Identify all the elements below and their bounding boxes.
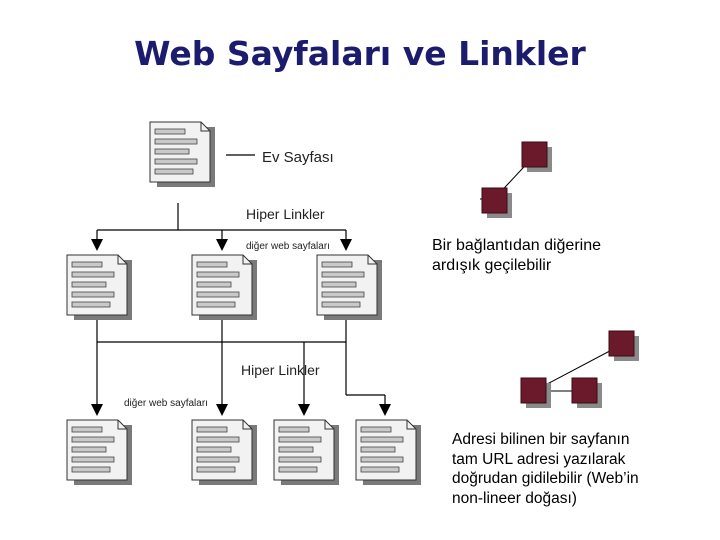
text-line: tam URL adresi yazılarak bbox=[452, 450, 626, 468]
link-node bbox=[520, 377, 552, 409]
web-page-document bbox=[191, 419, 258, 486]
hyperlinks-label: Hiper Linkler bbox=[241, 362, 320, 378]
direct-navigation-text: Adresi bilinen bir sayfanın tam URL adre… bbox=[452, 430, 714, 508]
text-line: Bir bağlantıdan diğerine bbox=[432, 237, 602, 254]
web-page-document bbox=[191, 254, 258, 321]
link-node bbox=[521, 141, 553, 173]
link-node bbox=[571, 377, 603, 409]
link-lines bbox=[91, 154, 391, 416]
web-page-document bbox=[66, 254, 133, 321]
web-page-document bbox=[316, 254, 383, 321]
other-pages-label: diğer web sayfaları bbox=[246, 241, 330, 252]
web-page-document bbox=[273, 419, 340, 486]
page-title: Web Sayfaları ve Linkler bbox=[134, 34, 586, 73]
text-line: doğrudan gidilebilir (Web’in bbox=[452, 470, 639, 487]
sequential-navigation-text: Bir bağlantıdan diğerine ardışık geçileb… bbox=[432, 236, 662, 276]
link-node bbox=[608, 330, 640, 362]
home-page-label: Ev Sayfası bbox=[262, 149, 334, 166]
text-line: Adresi bilinen bir sayfanın bbox=[452, 431, 630, 448]
web-page-document bbox=[66, 419, 133, 486]
text-line: ardışık geçilebilir bbox=[432, 257, 552, 274]
other-pages-label: diğer web sayfaları bbox=[124, 398, 208, 409]
link-node bbox=[481, 187, 513, 219]
web-page-document bbox=[355, 419, 422, 486]
text-line: non-lineer doğası) bbox=[452, 489, 577, 507]
home-page-document bbox=[149, 121, 216, 188]
hyperlinks-label: Hiper Linkler bbox=[246, 206, 325, 222]
